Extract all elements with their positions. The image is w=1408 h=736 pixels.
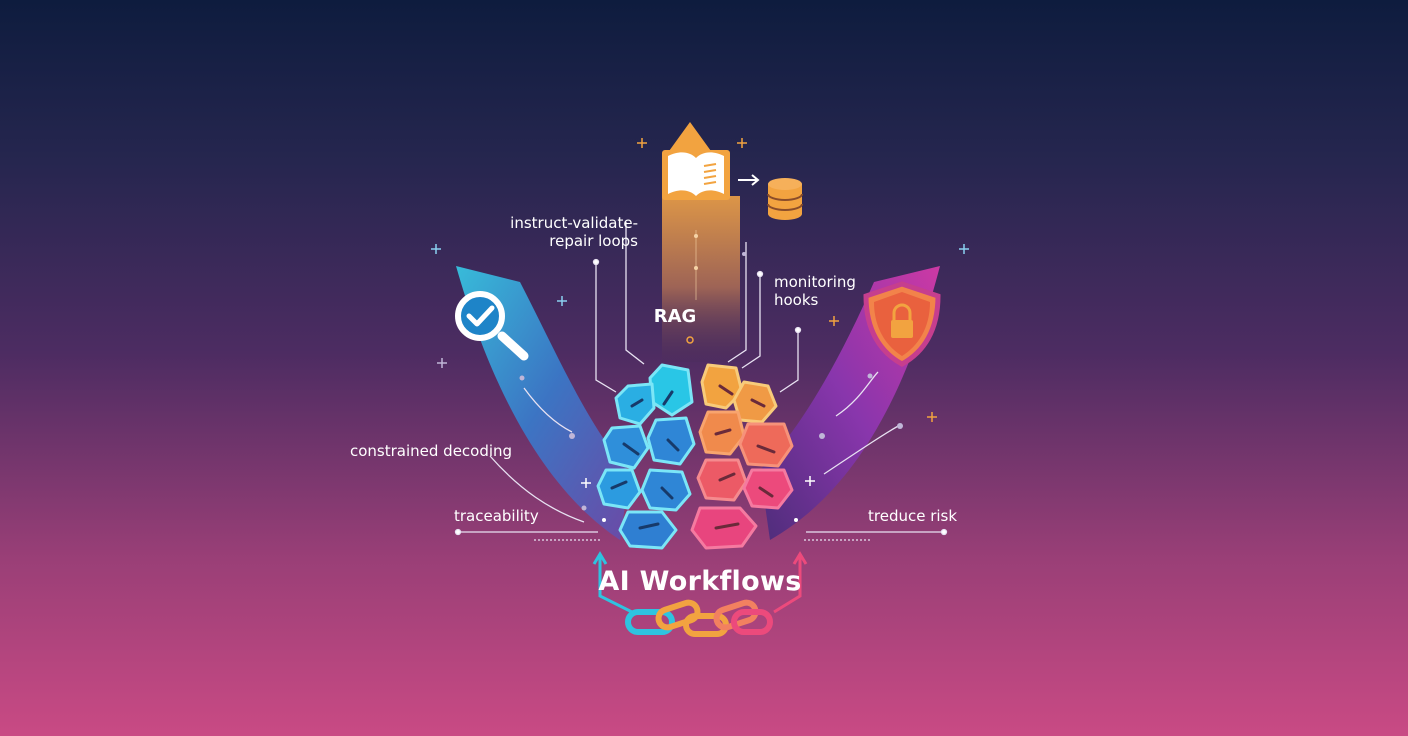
sparkles bbox=[431, 138, 969, 522]
feedback-arrows bbox=[592, 551, 808, 614]
brain-icon bbox=[596, 363, 794, 550]
label-traceability: traceability bbox=[454, 507, 539, 525]
database-icon bbox=[767, 178, 803, 220]
arrow-right-icon bbox=[738, 174, 760, 186]
label-constrained-decoding: constrained decoding bbox=[350, 442, 513, 460]
label-monitoring-hooks: monitoring hooks bbox=[774, 273, 856, 309]
shield-lock-icon bbox=[863, 281, 941, 367]
book-icon bbox=[662, 150, 730, 200]
rag-label: RAG bbox=[653, 306, 697, 327]
label-instruct-validate-repair-loops: instruct-validate- repair loops bbox=[510, 214, 638, 250]
diagram-title: AI Workflows bbox=[598, 566, 802, 597]
magnifier-check-icon bbox=[455, 291, 529, 361]
label-reduce-risk: treduce risk bbox=[868, 507, 958, 525]
connector-lines bbox=[454, 222, 948, 541]
chain-icon bbox=[625, 599, 773, 637]
